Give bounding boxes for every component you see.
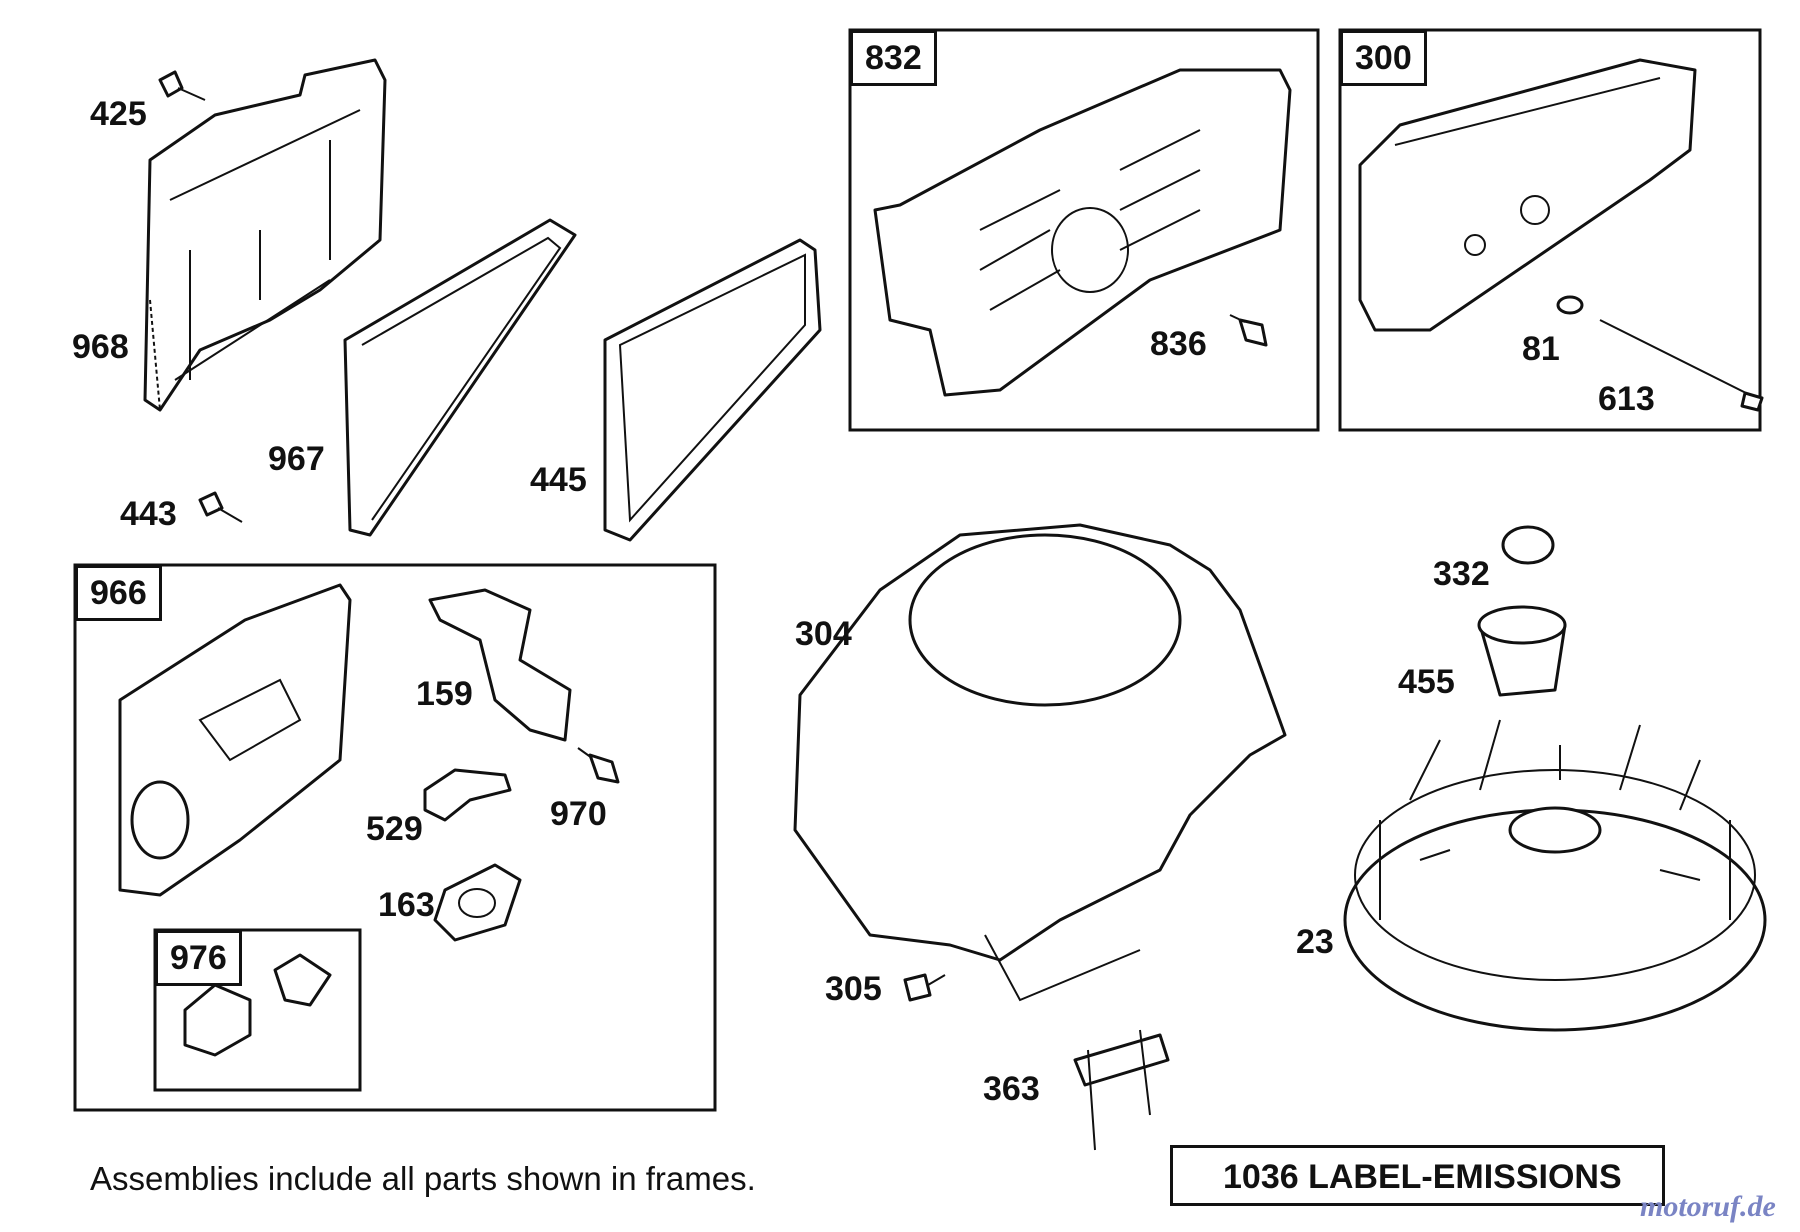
label-425: 425 bbox=[90, 95, 147, 133]
assemblies-note: Assemblies include all parts shown in fr… bbox=[90, 1160, 756, 1197]
label-304: 304 bbox=[795, 615, 852, 653]
bolt-613-part bbox=[1740, 391, 1764, 412]
washer-81-part bbox=[1556, 295, 1751, 396]
muffler-part bbox=[1358, 58, 1697, 332]
label-159: 159 bbox=[416, 675, 473, 713]
frame-tag-300: 300 bbox=[1340, 30, 1427, 86]
label-443: 443 bbox=[120, 495, 177, 533]
starter-cup-455-part bbox=[1477, 605, 1567, 697]
screw-425-part bbox=[158, 70, 206, 101]
label-970: 970 bbox=[550, 795, 607, 833]
flywheel-part bbox=[1343, 719, 1767, 1032]
bracket-363-part bbox=[1073, 1029, 1170, 1151]
pre-cleaner-part bbox=[603, 238, 822, 542]
frame-tag-966: 966 bbox=[75, 565, 162, 621]
label-445: 445 bbox=[530, 461, 587, 499]
air-filter-part bbox=[343, 218, 577, 537]
screw-970-part bbox=[577, 747, 620, 784]
blower-housing-part bbox=[793, 523, 1287, 1002]
carburetor-base-part bbox=[118, 583, 352, 897]
bracket-159-part bbox=[428, 588, 572, 742]
label-81: 81 bbox=[1522, 330, 1560, 368]
label-363: 363 bbox=[983, 1070, 1040, 1108]
frame-tag-832: 832 bbox=[850, 30, 937, 86]
muffler-guard-part bbox=[873, 68, 1292, 397]
elbow-529-part bbox=[423, 768, 512, 822]
label-836: 836 bbox=[1150, 325, 1207, 363]
label-305: 305 bbox=[825, 970, 882, 1008]
label-163: 163 bbox=[378, 886, 435, 924]
watermark: motoruf.de bbox=[1640, 1190, 1776, 1223]
label-967: 967 bbox=[268, 440, 325, 478]
nut-332-part bbox=[1501, 525, 1555, 565]
gasket-163-part bbox=[433, 863, 522, 942]
label-613: 613 bbox=[1598, 380, 1655, 418]
label-23: 23 bbox=[1296, 923, 1334, 961]
screw-443-part bbox=[198, 491, 243, 523]
label-332: 332 bbox=[1433, 555, 1490, 593]
emissions-label-box: 1036 LABEL-EMISSIONS bbox=[1170, 1145, 1665, 1206]
screw-305-part bbox=[903, 973, 946, 1002]
screw-836-part bbox=[1229, 314, 1268, 347]
label-529: 529 bbox=[366, 810, 423, 848]
label-968: 968 bbox=[72, 328, 129, 366]
frame-tag-976: 976 bbox=[155, 930, 242, 986]
air-cleaner-base-part bbox=[143, 58, 387, 412]
label-455: 455 bbox=[1398, 663, 1455, 701]
